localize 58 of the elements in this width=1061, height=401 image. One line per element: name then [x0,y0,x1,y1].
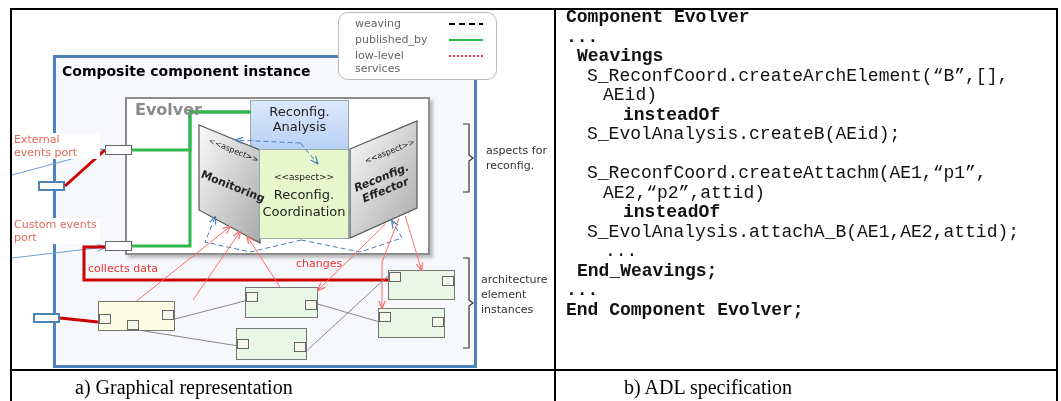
code-line: ... [566,281,599,301]
frame-title: Evolver [135,100,202,119]
component-box [98,301,175,331]
code-line: S_EvolAnalysis.createB(AEid); [587,125,901,145]
dashed-arrow [300,219,403,253]
connector-line [82,245,388,282]
arrow [316,223,387,292]
code-line: Weavings [577,47,664,67]
code-line: S_EvolAnalysis.attachA_B(AE1,AE2,attid); [587,222,1020,242]
connector-line [317,303,379,322]
legend-label: weaving [355,17,403,30]
connector-line [64,148,106,188]
annotation-label: architecture element instances [481,272,549,317]
port-box [105,145,132,155]
code-line: S_ReconfCoord.createArchElement(“B”,[], AEid) [587,66,1010,106]
aspect-box: Reconfig. Analysis [250,100,349,150]
arrow [192,230,242,301]
connector-line [132,110,251,248]
aspect-panel [349,119,419,239]
code-line: insteadOf [623,203,721,223]
code-line: Component Evolver [566,8,750,28]
figure-caption: b) ADL specification [624,376,793,399]
legend-label: low-level services [355,49,405,75]
code-line: ... [566,27,599,47]
component-box [388,270,455,300]
port-box [105,241,132,251]
dashed-arrow [234,136,301,145]
port-box [38,181,65,191]
arrow [136,225,232,302]
connector-line [59,316,99,324]
arrow [404,215,424,272]
dashed-arrow [300,142,319,165]
code-line: insteadOf [623,105,721,125]
figure-caption: a) Graphical representation [75,376,293,399]
arrow [246,235,281,288]
code-line: End Component Evolver; [566,300,804,320]
connector-line [306,275,389,351]
code-line: S_ReconfCoord.createAttachm(AE1,“p1”, AE2,“p2”,attid) [587,164,988,203]
connector-line [174,300,246,320]
component-box [236,328,307,360]
edge-label: External events port [14,133,100,159]
legend-label: published_by [355,33,427,46]
stereotype-label: <<aspect>> [273,171,335,184]
annotation-label: aspects for reconfig. [486,143,548,173]
edge-label: Custom events port [14,218,100,244]
arrow [11,244,107,259]
code-line: ... [605,242,638,262]
component-box [378,308,445,338]
frame-title: Composite component instance [62,63,311,79]
port-box [33,313,60,323]
connector-line [143,330,237,347]
annotation-label: changes [296,257,343,270]
component-box [245,287,318,318]
arrow [378,217,400,310]
dashed-arrow [204,215,302,253]
annotation-label: collects data [88,262,159,275]
evolver-frame [125,97,430,255]
code-line: End_Weavings; [577,261,718,281]
